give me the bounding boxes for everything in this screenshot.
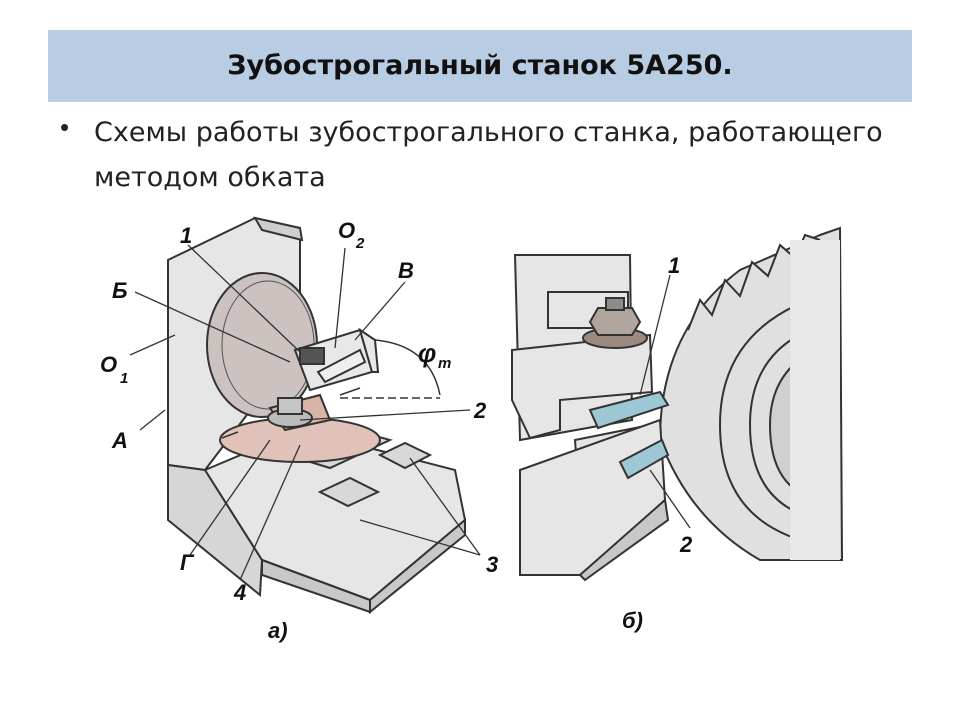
label-a-g: Г: [180, 550, 195, 575]
label-a-2: 2: [473, 398, 487, 423]
label-a-4: 4: [233, 580, 246, 605]
label-b-2: 2: [679, 532, 693, 557]
label-a-phi: φ: [418, 338, 436, 368]
work-table: [219, 393, 381, 463]
arrow-feed: [339, 387, 361, 396]
label-a-a: А: [111, 428, 128, 453]
tool-post: [511, 254, 670, 582]
clamp-bolt: [582, 297, 648, 349]
label-a-1: 1: [180, 223, 192, 248]
bullet-dot: •: [60, 112, 70, 142]
label-a-b: Б: [112, 278, 128, 303]
label-b-1: 1: [668, 253, 680, 278]
title-bar: Зубострогальный станок 5А250.: [48, 30, 912, 102]
arrow-g: [221, 431, 239, 439]
caption-a: а): [268, 618, 288, 643]
label-a-3: 3: [486, 552, 498, 577]
tool-slide: [293, 327, 380, 392]
label-a-v: В: [398, 258, 414, 283]
label-a-o1-sub: 1: [120, 370, 128, 387]
leader-lines-b: [639, 274, 691, 529]
gear-wheel: [658, 226, 844, 561]
label-a-o2: O: [338, 218, 355, 243]
label-a-o1: O: [100, 352, 117, 377]
label-a-phi-sub: m: [438, 355, 451, 372]
leader-lines: [129, 244, 481, 581]
bullet-text: Схемы работы зубострогального станка, ра…: [94, 117, 883, 193]
caption-b: б): [622, 608, 643, 633]
phi-arc: [374, 339, 441, 396]
label-a-o2-sub: 2: [355, 235, 365, 252]
cutter-tools: [588, 390, 670, 480]
slide-title: Зубострогальный станок 5А250.: [227, 50, 733, 81]
